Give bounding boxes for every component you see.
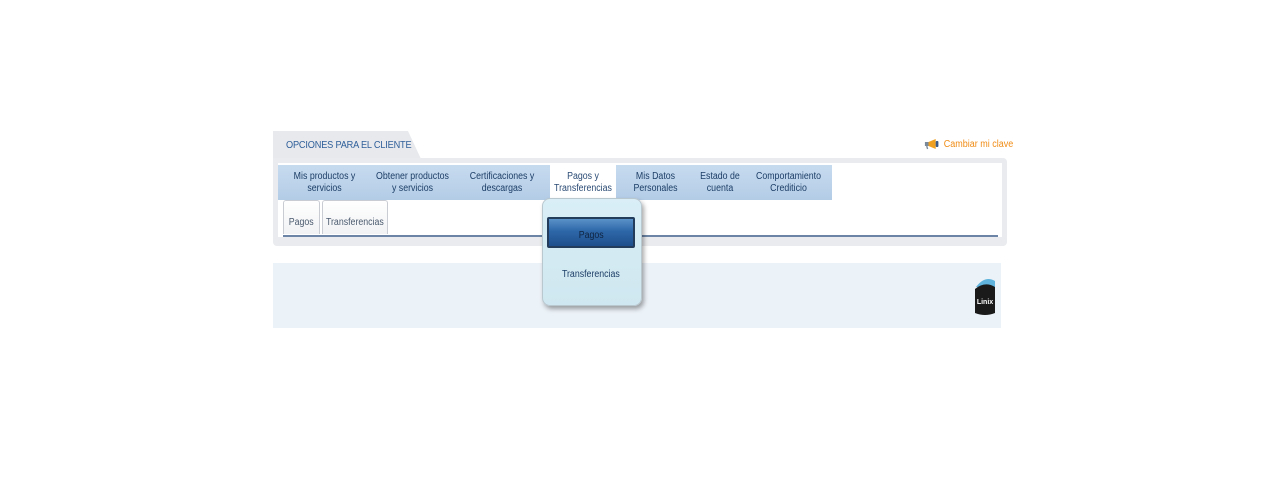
subtab-pagos[interactable]: Pagos <box>283 200 320 234</box>
linix-logo-icon: Linix <box>975 279 995 315</box>
logo-text: Linix <box>977 299 993 306</box>
nav-item-label: Obtener productos y servicios <box>376 170 449 194</box>
megaphone-icon <box>924 139 939 150</box>
nav-item-label: Certificaciones y descargas <box>469 170 535 194</box>
change-password-link[interactable]: Cambiar mi clave <box>924 138 1013 150</box>
nav-item-estado-cuenta[interactable]: Estado de cuenta <box>695 165 745 200</box>
main-nav: Mis productos y servicios Obtener produc… <box>278 165 832 200</box>
nav-item-label: Comportamiento Crediticio <box>755 170 822 194</box>
nav-item-pagos-transferencias[interactable]: Pagos y Transferencias <box>550 165 616 200</box>
nav-item-label: Pagos y Transferencias <box>554 170 612 194</box>
nav-item-comportamiento[interactable]: Comportamiento Crediticio <box>745 165 832 200</box>
nav-item-label: Estado de cuenta <box>700 170 740 194</box>
dropdown-item-label: Transferencias <box>562 268 620 280</box>
sub-tabs: Pagos Transferencias <box>283 200 388 234</box>
dropdown-item-label: Pagos <box>578 230 604 241</box>
subtab-label: Pagos <box>289 217 314 228</box>
nav-item-certificaciones[interactable]: Certificaciones y descargas <box>454 165 550 200</box>
dropdown-item-transferencias[interactable]: Transferencias <box>547 266 635 282</box>
nav-item-label: Mis Datos Personales <box>633 170 678 194</box>
pagos-dropdown-menu <box>542 198 642 306</box>
dropdown-item-pagos[interactable]: Pagos <box>547 217 635 248</box>
page-title: OPCIONES PARA EL CLIENTE <box>286 140 412 151</box>
nav-item-mis-productos[interactable]: Mis productos y servicios <box>278 165 371 200</box>
nav-item-label: Mis productos y servicios <box>293 170 356 194</box>
subtab-label: Transferencias <box>326 217 384 228</box>
nav-item-obtener-productos[interactable]: Obtener productos y servicios <box>371 165 454 200</box>
nav-item-mis-datos[interactable]: Mis Datos Personales <box>616 165 695 200</box>
change-password-label: Cambiar mi clave <box>943 138 1014 150</box>
options-header-tab <box>273 131 421 159</box>
subtab-transferencias[interactable]: Transferencias <box>322 200 388 234</box>
